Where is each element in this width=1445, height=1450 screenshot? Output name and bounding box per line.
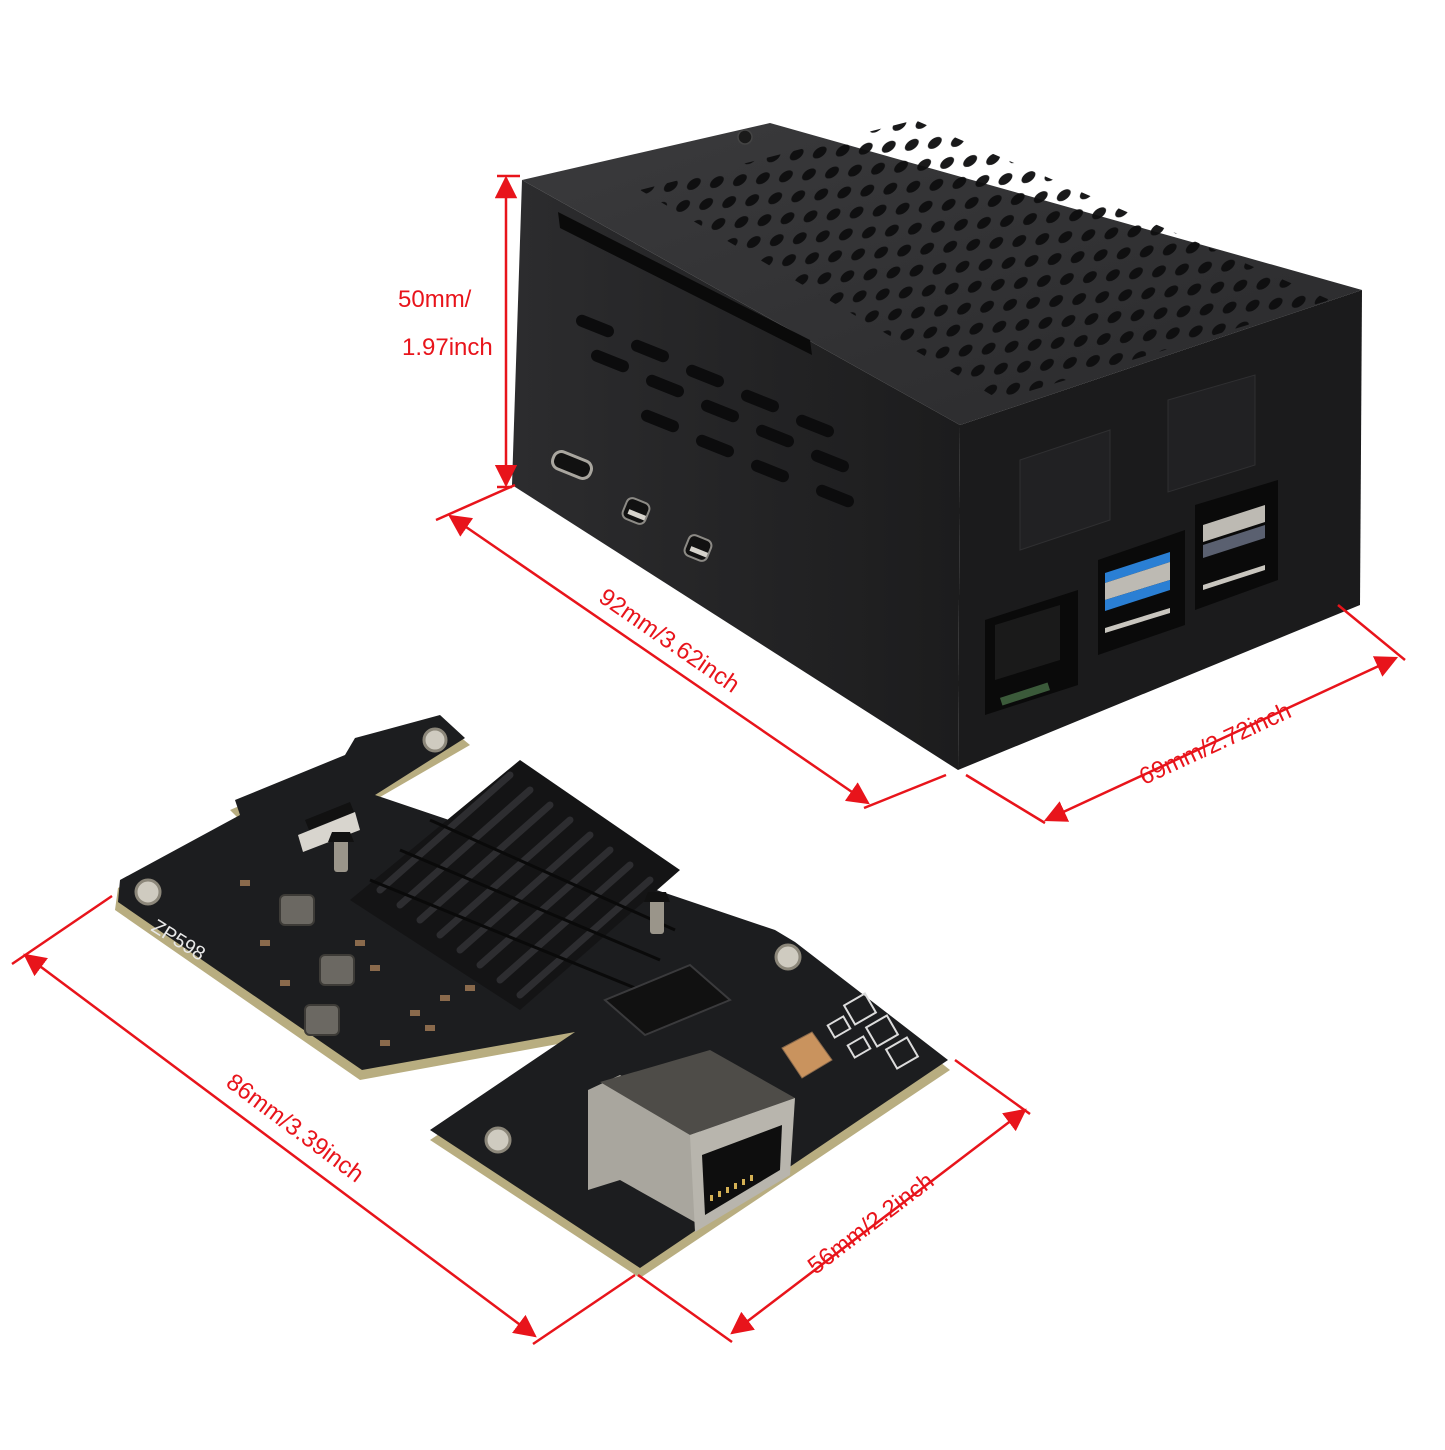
case-height-label-line1: 50mm/ <box>398 286 472 313</box>
heatsink <box>350 760 680 1010</box>
case-height-label-line2: 1.97inch <box>402 334 493 361</box>
metal-case <box>512 120 1362 770</box>
usb-c-port <box>550 450 594 480</box>
ethernet-controller-ic <box>603 963 732 1037</box>
case-usb2-ports <box>1195 480 1278 610</box>
tantalum-capacitor <box>781 1031 833 1079</box>
spring-clips <box>328 832 670 934</box>
dimension-lines <box>11 174 1406 1346</box>
ethernet-hat-board: ZP598 <box>115 715 950 1278</box>
vent-slots <box>576 314 854 508</box>
case-usb3-ports <box>1098 530 1185 655</box>
